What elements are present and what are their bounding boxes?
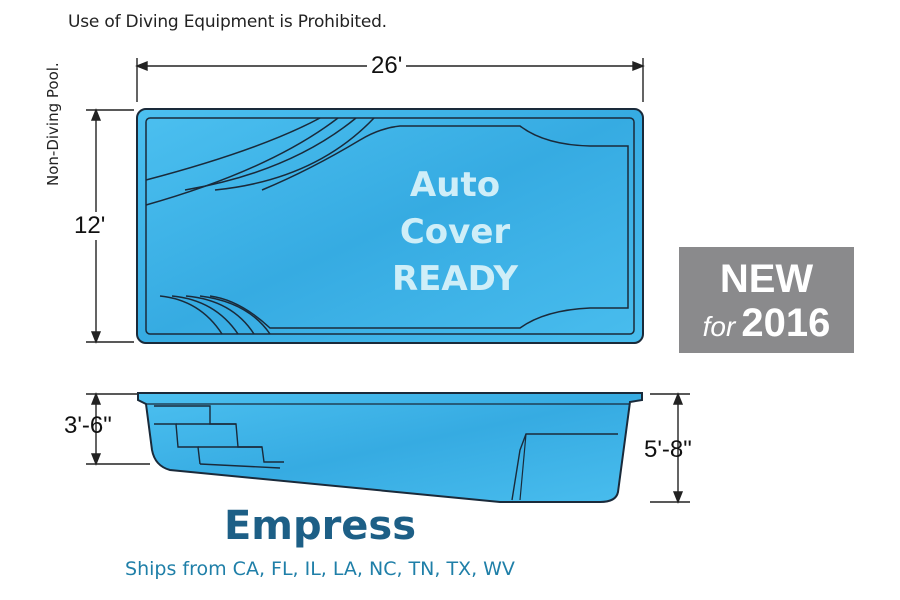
diving-notice: Use of Diving Equipment is Prohibited. — [68, 12, 387, 32]
badge-new: NEW — [719, 257, 814, 301]
badge-year: 2016 — [741, 301, 831, 345]
auto-cover-line1: Auto — [410, 165, 500, 205]
pool-plan-view — [136, 108, 644, 344]
pool-side-profile — [137, 392, 643, 503]
auto-cover-line3: READY — [392, 259, 518, 299]
deep-depth-dimension-line — [650, 392, 690, 504]
length-label: 26' — [367, 52, 407, 80]
shallow-depth-label: 3'-6" — [64, 412, 112, 439]
badge-for: for — [702, 311, 736, 342]
model-name: Empress — [223, 503, 417, 549]
shallow-depth-dimension-line — [86, 392, 150, 466]
width-label: 12' — [70, 212, 110, 240]
deep-depth-label: 5'-8" — [644, 436, 692, 463]
non-diving-note: Non-Diving Pool. — [44, 62, 62, 186]
auto-cover-line2: Cover — [400, 212, 511, 252]
ships-from: Ships from CA, FL, IL, LA, NC, TN, TX, W… — [125, 558, 515, 580]
